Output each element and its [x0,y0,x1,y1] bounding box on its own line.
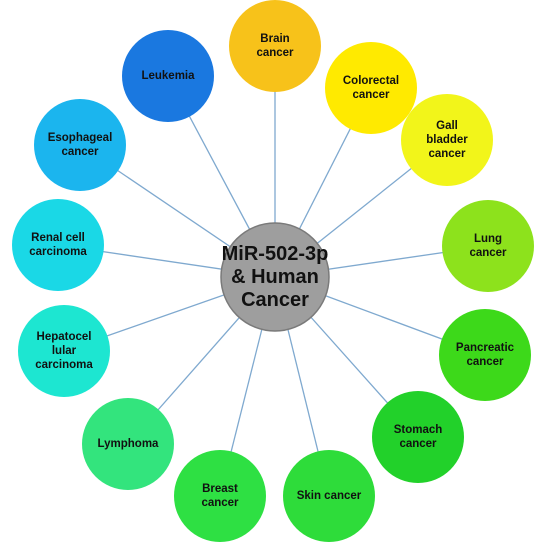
esophageal-cancer-circle [34,99,126,191]
hepatocellular-carcinoma-label-line-1: Hepatocel [37,331,92,343]
esophageal-cancer-label-line-2: cancer [61,146,99,158]
node-leukemia: Leukemia [122,30,214,122]
breast-cancer-circle [174,450,266,542]
gall-bladder-cancer-label-line-2: bladder [426,134,468,146]
center-circle [220,222,330,332]
lymphoma-circle [82,398,174,490]
node-gall-bladder-cancer: Gall bladder cancer [401,94,493,186]
colorectal-cancer-circle [325,42,417,134]
center-label-line-2: & Human [231,266,319,288]
brain-cancer-label-line-1: Brain [260,33,289,45]
node-esophageal-cancer: Esophageal cancer [34,99,126,191]
node-stomach-cancer: Stomach cancer [372,391,464,483]
node-breast-cancer: Breast cancer [174,450,266,542]
lymphoma-label-line-1: Lymphoma [98,438,160,450]
pancreatic-cancer-circle [439,309,531,401]
stomach-cancer-label-line-2: cancer [399,438,437,450]
gall-bladder-cancer-label-line-1: Gall [436,120,458,132]
renal-cell-carcinoma-label-line-2: carcinoma [29,246,87,258]
hepatocellular-carcinoma-label-line-2: lular [52,345,77,357]
renal-cell-carcinoma-circle [12,199,104,291]
node-brain-cancer: Brain cancer [229,0,321,92]
lung-cancer-label-line-1: Lung [474,233,502,245]
skin-cancer-label-line-1: Skin cancer [297,490,362,502]
renal-cell-carcinoma-label-line-1: Renal cell [31,232,85,244]
brain-cancer-label-line-2: cancer [256,47,294,59]
center-label-line-1: MiR-502-3p [222,243,329,265]
breast-cancer-label-line-2: cancer [201,497,239,509]
stomach-cancer-label-line-1: Stomach [394,424,443,436]
leukemia-circle [122,30,214,122]
colorectal-cancer-label-line-2: cancer [352,89,390,101]
center-label-line-3: Cancer [241,289,309,311]
pancreatic-cancer-label-line-2: cancer [466,356,504,368]
leukemia-label-line-1: Leukemia [141,70,195,82]
stomach-cancer-circle [372,391,464,483]
cancer-nodes: BraincancerColorectalcancerGallbladderca… [12,0,534,542]
brain-cancer-circle [229,0,321,92]
lung-cancer-label-line-2: cancer [469,247,507,259]
node-skin-cancer: Skin cancer [283,450,375,542]
gall-bladder-cancer-circle [401,94,493,186]
node-lymphoma: Lymphoma [82,398,174,490]
gall-bladder-cancer-label-line-3: cancer [428,148,466,160]
hepatocellular-carcinoma-label-line-3: carcinoma [35,359,93,371]
node-hepatocellular-carcinoma: Hepatocel lular carcinoma [18,305,110,397]
node-colorectal-cancer: Colorectal cancer [325,42,417,134]
breast-cancer-label-line-1: Breast [202,483,238,495]
node-lung-cancer: Lung cancer [442,200,534,292]
skin-cancer-circle [283,450,375,542]
lung-cancer-circle [442,200,534,292]
colorectal-cancer-label-line-1: Colorectal [343,75,399,87]
node-pancreatic-cancer: Pancreatic cancer [439,309,531,401]
node-renal-cell-carcinoma: Renal cell carcinoma [12,199,104,291]
hepatocellular-carcinoma-circle [18,305,110,397]
esophageal-cancer-label-line-1: Esophageal [48,132,113,144]
pancreatic-cancer-label-line-1: Pancreatic [456,342,515,354]
